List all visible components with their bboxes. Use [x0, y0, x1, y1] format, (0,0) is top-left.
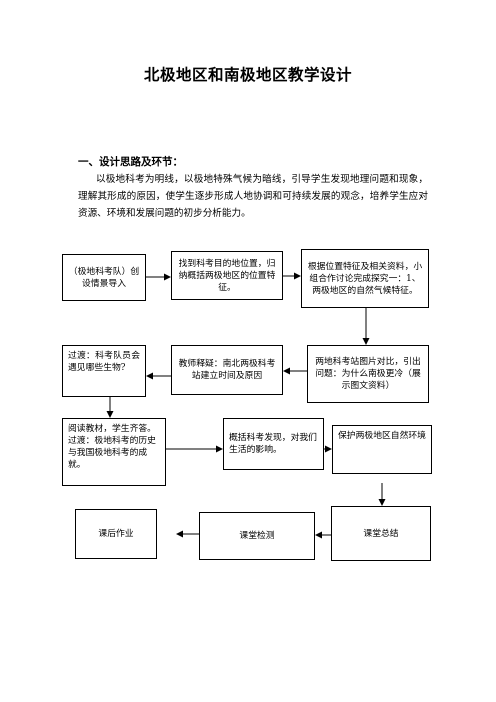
flow-box-organisms-text: 过渡：科考队员会遇见哪些生物? — [68, 351, 140, 373]
flow-box-intro: （极地科考队）创设情景导入 — [62, 254, 146, 301]
flow-box-findings-text: 概括科考发现，对我们生活的影响。 — [229, 433, 317, 455]
intro-paragraph: 以极地科考为明线，以极地特殊气候为暗线，引导学生发现地理问题和现象，理解其形成的… — [78, 174, 428, 219]
flow-box-homework: 课后作业 — [75, 509, 157, 559]
section-heading: 一、设计思路及环节： — [78, 156, 183, 168]
flow-box-reading: 阅读教材，学生齐答。过渡：极地科考的历史与我国极地科考的成就。 — [62, 418, 166, 486]
flow-box-explore-text: 根据位置特征及相关资料，小组合作讨论完成探究一：1、两极地区的自然气候特征。 — [307, 261, 423, 296]
flow-box-explain: 教师释疑：南北两极科考站建立时间及原因 — [171, 345, 283, 395]
flow-box-explain-text: 教师释疑：南北两极科考站建立时间及原因 — [178, 359, 276, 381]
flow-box-summary-text: 课堂总结 — [363, 528, 399, 539]
flow-box-locate-text: 找到科考目的地位置，归纳概括两极地区的位置特征。 — [178, 258, 276, 293]
flow-box-protect-text: 保护两极地区自然环境 — [338, 431, 426, 441]
flow-box-test-text: 课堂检测 — [239, 531, 275, 541]
flow-box-compare: 两地科考站图片对比，引出问题：为什么南极更冷（展示图文资料） — [307, 345, 429, 403]
flow-box-reading-text: 阅读教材，学生齐答。过渡：极地科考的历史与我国极地科考的成就。 — [68, 424, 156, 470]
flow-box-summary: 课堂总结 — [331, 506, 431, 561]
document-title: 北极地区和南极地区教学设计 — [143, 66, 352, 84]
flow-box-homework-text: 课后作业 — [98, 529, 134, 539]
flow-box-test: 课堂检测 — [199, 512, 315, 560]
flow-box-protect: 保护两极地区自然环境 — [332, 425, 432, 474]
flow-box-locate: 找到科考目的地位置，归纳概括两极地区的位置特征。 — [171, 251, 283, 300]
flow-box-explore: 根据位置特征及相关资料，小组合作讨论完成探究一：1、两极地区的自然气候特征。 — [301, 249, 429, 308]
flow-box-intro-text: （极地科考队）创设情景导入 — [68, 266, 140, 289]
flow-box-findings: 概括科考发现，对我们生活的影响。 — [223, 418, 324, 470]
flow-box-organisms: 过渡：科考队员会遇见哪些生物? — [62, 345, 146, 397]
flow-box-compare-text: 两地科考站图片对比，引出问题：为什么南极更冷（展示图文资料） — [315, 357, 421, 391]
